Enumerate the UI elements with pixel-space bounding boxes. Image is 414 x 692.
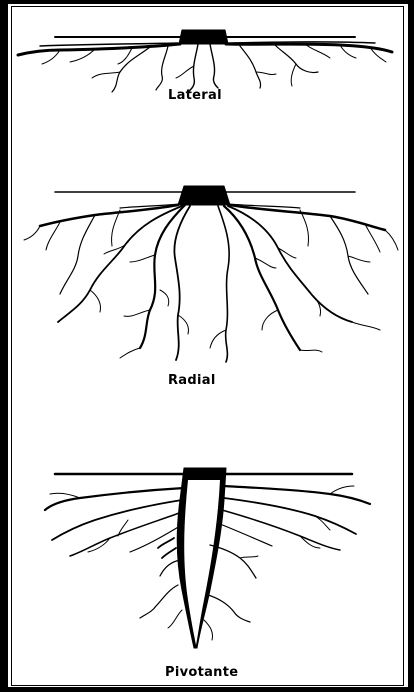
- lateral-root-system: [18, 30, 392, 92]
- radial-label: Radial: [168, 374, 216, 387]
- lateral-stem-base: [179, 30, 228, 44]
- radial-root-system: [24, 186, 398, 362]
- pivotante-label: Pivotante: [165, 666, 238, 679]
- lateral-label: Lateral: [168, 89, 222, 102]
- taproot-system: [45, 468, 370, 648]
- radial-stem-base: [178, 186, 230, 205]
